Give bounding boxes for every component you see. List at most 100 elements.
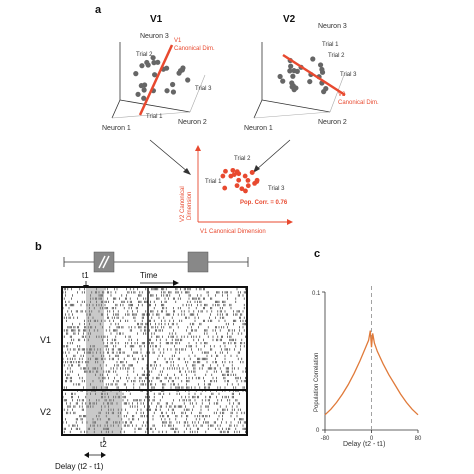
spike-raster (61, 286, 248, 436)
panel-c-xlabel: Delay (t2 - t1) (343, 441, 385, 448)
raster-v1-label: V1 (40, 335, 51, 345)
t1-label: t1 (82, 271, 89, 280)
scatter-dot (236, 177, 242, 183)
joint-scatter-dots (220, 167, 260, 194)
panel-a-letter: a (95, 4, 102, 16)
v1-canonical-axis (138, 44, 174, 116)
scatter-dot (234, 183, 240, 189)
joint-xlabel: V1 Canonical Dimension (200, 229, 266, 235)
ytick-bottom: 0 (316, 428, 320, 434)
scatter-dot (152, 72, 158, 78)
scatter-dot (151, 60, 157, 66)
scatter-dot (230, 167, 236, 173)
scatter-dot (142, 82, 148, 88)
scatter-dot (289, 80, 295, 86)
v2-canon-line2: Canonical Dim. (338, 100, 379, 106)
scatter-dot (245, 177, 251, 183)
scatter-dot (150, 55, 156, 61)
scatter-dot (307, 78, 313, 85)
scatter-dot (231, 172, 237, 177)
joint-trial1: Trial 1 (205, 179, 222, 185)
scatter-dot (164, 88, 170, 94)
stimulus-timeline (63, 251, 249, 273)
scatter-dot (294, 68, 300, 74)
joint-ylabel-line1: V2 Canonical (180, 186, 186, 222)
scatter-dot (164, 65, 170, 71)
scatter-dot (243, 188, 248, 194)
delay-label: Delay (t2 - t1) (55, 462, 104, 471)
v2-state-space: V2 Neuron 3 Neuron 1 Neuron 2 V2 Canonic… (244, 14, 379, 132)
joint-trial2: Trial 2 (234, 156, 251, 162)
v1-axis-neuron2: Neuron 2 (178, 119, 207, 126)
joint-ylabel-line2: Dimension (187, 192, 193, 220)
x-tick-label: 80 (415, 436, 422, 442)
scatter-dot (319, 69, 326, 75)
t2-label: t2 (100, 440, 107, 449)
scatter-dot (176, 70, 182, 76)
scatter-dot (145, 62, 151, 68)
v1-trial2: Trial 2 (136, 52, 153, 58)
scatter-dot (287, 68, 293, 74)
arrow-v2-to-joint (255, 139, 291, 171)
ytick-top: 0.1 (312, 291, 321, 297)
v1-trial1: Trial 1 (146, 114, 163, 120)
panel-c-letter: c (314, 248, 320, 260)
scatter-dot (222, 185, 228, 191)
scatter-dot (185, 77, 191, 83)
scatter-dot (180, 65, 186, 71)
v2-trial3: Trial 3 (340, 72, 357, 78)
t2-window (104, 390, 122, 435)
scatter-dot (293, 85, 299, 91)
v2-canonical-axis (282, 53, 346, 97)
pop-corr-label: Pop. Corr. = 0.76 (240, 200, 288, 206)
grating-stimulus-icon (93, 251, 115, 273)
v1-scatter-dots (133, 55, 191, 101)
v2-axis-neuron3: Neuron 3 (318, 23, 347, 30)
v1-canon-line2: Canonical Dim. (174, 46, 215, 52)
scatter-dot (141, 87, 147, 93)
panel-c-ylabel: Population Correlation (314, 353, 320, 412)
scatter-dot (310, 56, 316, 62)
scatter-dot (135, 91, 141, 97)
x-tick-label: -80 (321, 436, 330, 442)
scatter-dot (252, 180, 258, 186)
scatter-dot (277, 73, 283, 80)
scatter-dot (133, 71, 139, 77)
v2-axis-neuron2: Neuron 2 (318, 119, 347, 126)
v1-canon-line1: V1 (174, 38, 182, 44)
canonical-joint-plot: V2 Canonical Dimension V1 Canonical Dime… (180, 145, 293, 235)
scatter-dot (317, 62, 324, 68)
v2-canon-line1: V2 (338, 92, 346, 98)
scatter-dot (239, 186, 245, 192)
scatter-dot (245, 183, 251, 189)
raster-v2-label: V2 (40, 407, 51, 417)
v2-axis-neuron1: Neuron 1 (244, 125, 273, 132)
scatter-dot (288, 63, 294, 69)
arrow-v1-to-joint (149, 139, 189, 173)
v2-scatter-dots (277, 56, 329, 95)
v2-trial2: Trial 2 (328, 53, 345, 59)
scatter-dot (223, 168, 228, 174)
scatter-dot (139, 63, 145, 69)
t1-window (86, 287, 104, 435)
joint-trial3: Trial 3 (268, 186, 285, 192)
scatter-dot (220, 173, 226, 179)
v2-trial1: Trial 1 (322, 42, 339, 48)
scatter-dot (170, 81, 176, 88)
v1-trial3: Trial 3 (195, 86, 212, 92)
scatter-dot (155, 59, 161, 65)
v1-axis-neuron3: Neuron 3 (140, 33, 169, 40)
raster-ticks (62, 288, 246, 434)
v1-state-space: V1 Neuron 3 Neuron 1 Neuron 2 V1 Canonic… (102, 14, 215, 132)
x-tick-label: 0 (370, 436, 374, 442)
scatter-dot (290, 73, 296, 79)
scatter-dot (280, 78, 286, 84)
v1-axis-neuron1: Neuron 1 (102, 125, 131, 132)
scatter-dot (141, 95, 147, 101)
scatter-dot (242, 173, 248, 179)
v1-title: V1 (150, 14, 163, 25)
time-label: Time (140, 271, 158, 280)
panel-b-letter: b (35, 241, 42, 253)
